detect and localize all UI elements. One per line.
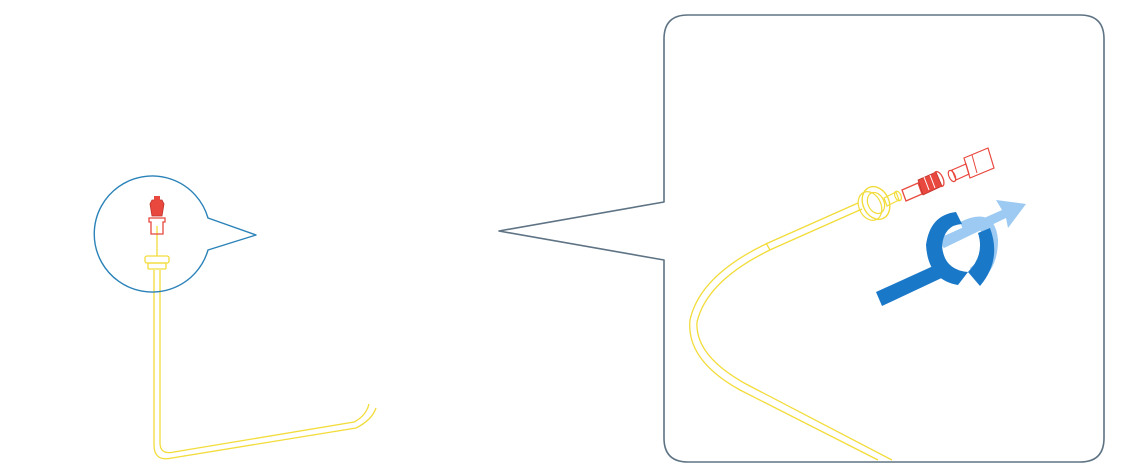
- detail-connector-edge: [971, 154, 978, 174]
- overview-red-connector: [148, 217, 166, 235]
- overview-collar-lower: [147, 262, 167, 270]
- detail-nut-cone: [901, 182, 923, 202]
- detail-tube-line-b: [696, 208, 893, 461]
- detail-flange-inner: [866, 191, 886, 215]
- detail-nut-thread-line-2: [929, 174, 936, 189]
- overview-tube-inner-line: [159, 270, 370, 454]
- detail-callout-panel: [498, 14, 1105, 463]
- rotation-arrow-tail: [935, 200, 1026, 248]
- detail-ferrule: [857, 185, 903, 221]
- detail-connector: [947, 147, 995, 183]
- overview-callout-bubble: [93, 175, 257, 293]
- detail-flange-outer: [861, 185, 891, 221]
- detail-tube-line-a: [689, 202, 879, 461]
- detail-connector-body: [963, 147, 995, 179]
- detail-tube-joint: [765, 242, 771, 251]
- detail-ferrule-body: [883, 191, 900, 207]
- detail-tube: [689, 202, 893, 461]
- detail-nut-end: [933, 170, 945, 188]
- overview-tube-outer-line: [153, 270, 377, 460]
- rotation-arrow-right-band: [968, 228, 995, 286]
- overview-tube: [153, 270, 377, 460]
- detail-flange-back: [857, 191, 883, 221]
- overview-nut-tip: [154, 196, 160, 201]
- detail-ferrule-tip: [893, 190, 903, 202]
- overview-red-nut: [149, 199, 165, 217]
- detail-nut-thread-line-1: [923, 176, 930, 191]
- rotate-right-arrow-icon: [876, 200, 1026, 306]
- rotation-arrow-shaft: [876, 262, 948, 306]
- detail-red-nut: [901, 170, 945, 202]
- overview-fitting: [144, 196, 170, 270]
- overview-collar: [144, 255, 170, 264]
- detail-connector-tip: [947, 169, 957, 183]
